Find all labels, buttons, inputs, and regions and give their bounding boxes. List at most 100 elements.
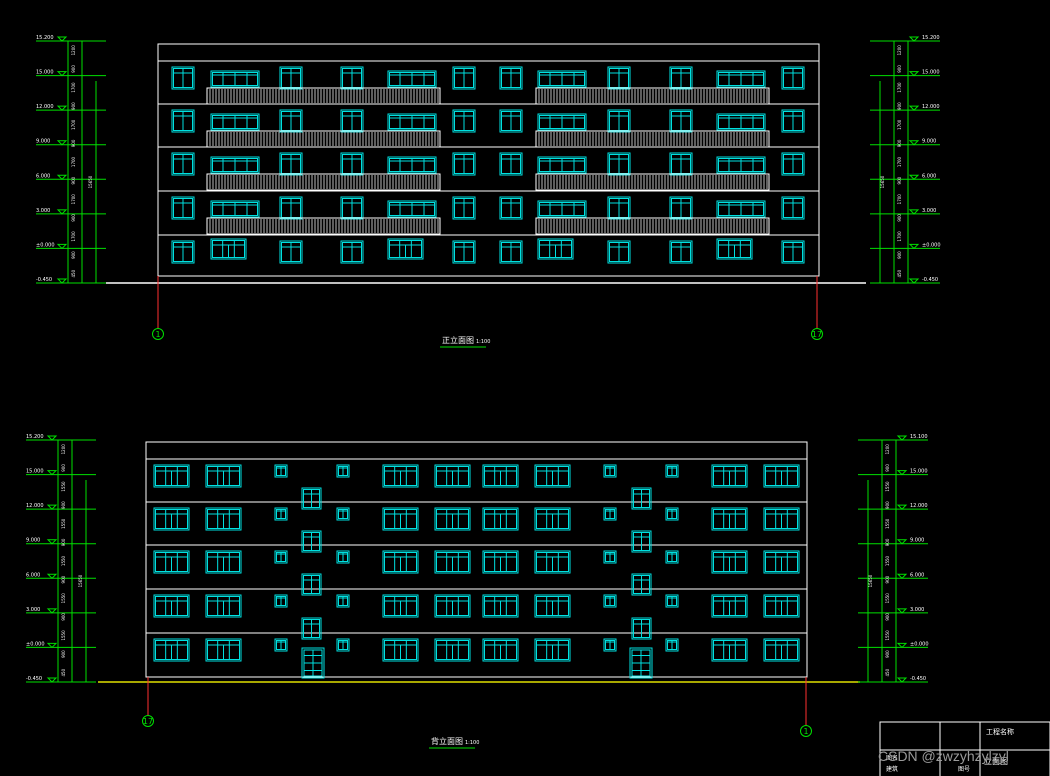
window: [781, 109, 805, 133]
axis-label: 17: [812, 330, 822, 339]
total-height-value: 15650: [868, 574, 873, 587]
elevation-triangle: [56, 36, 68, 42]
balcony-railing: [535, 87, 770, 105]
elevation-triangle: [56, 278, 68, 284]
window: [340, 196, 364, 220]
window: [274, 507, 288, 521]
window: [382, 638, 419, 662]
balcony-railing: [535, 173, 770, 191]
window: [603, 594, 617, 608]
dimension-value: 450: [885, 668, 890, 676]
window: [711, 638, 748, 662]
dimension-value: 1200: [885, 444, 890, 455]
window: [669, 196, 693, 220]
elevation-triangle: [56, 243, 68, 250]
axis-bubble: 17: [142, 715, 154, 727]
elevation-value: 15.200: [922, 35, 940, 41]
dimension-value: 1700: [71, 119, 76, 130]
elevation-triangle: [56, 140, 68, 146]
elevation-value: ±0.000: [910, 641, 929, 647]
elevation-triangle: [46, 539, 58, 545]
rear-elevation-scale: 1:100: [465, 740, 479, 746]
window: [336, 550, 350, 564]
window: [482, 594, 519, 618]
window: [534, 464, 571, 488]
entrance-door: [629, 647, 653, 679]
elevation-triangle: [46, 642, 58, 649]
window: [210, 156, 260, 174]
window: [499, 240, 523, 264]
total-height-value: 15650: [88, 175, 93, 188]
elevation-triangle: [46, 608, 58, 614]
window: [452, 109, 476, 133]
window: [711, 464, 748, 488]
dimension-value: 900: [71, 176, 76, 184]
elevation-triangle: [56, 71, 68, 77]
window: [336, 464, 350, 478]
dimension-value: 900: [61, 575, 66, 583]
dimension-value: 1550: [885, 555, 890, 566]
window: [301, 573, 322, 596]
elevation-value: 3.000: [36, 208, 50, 214]
elevation-value: 12.000: [922, 104, 940, 110]
dimension-value: 900: [885, 613, 890, 621]
elevation-triangle: [908, 71, 920, 77]
dimension-value: 900: [61, 538, 66, 546]
window: [607, 152, 631, 176]
dimension-value: 900: [61, 613, 66, 621]
window: [274, 464, 288, 478]
dimension-value: 450: [897, 269, 902, 277]
window: [171, 152, 195, 176]
dimension-value: 900: [61, 501, 66, 509]
window: [205, 507, 242, 531]
window: [434, 638, 471, 662]
axis-circle: [811, 328, 823, 340]
window: [340, 240, 364, 264]
elevation-triangle: [908, 105, 920, 111]
front-elevation-title: 正立面图: [442, 335, 474, 345]
axis-bubble: 17: [811, 328, 823, 340]
window: [340, 109, 364, 133]
window: [499, 109, 523, 133]
total-height-value: 15650: [880, 175, 885, 188]
dimension-value: 1700: [897, 231, 902, 242]
window: [711, 594, 748, 618]
window: [669, 240, 693, 264]
building-outline: [145, 441, 808, 678]
dimension-value: 1550: [885, 518, 890, 529]
elevation-triangle: [908, 209, 920, 215]
elevation-value: -0.450: [36, 277, 52, 283]
dimension-value: 450: [71, 269, 76, 277]
dimension-value: 900: [885, 501, 890, 509]
window: [382, 507, 419, 531]
elevation-value: 9.000: [36, 139, 50, 145]
right-elevation-scale: 15.10015.00012.0009.0006.0003.000±0.000-…: [858, 434, 929, 683]
balcony-railing: [206, 87, 441, 105]
window: [781, 240, 805, 264]
elevation-triangle: [908, 243, 920, 250]
window: [205, 550, 242, 574]
elevation-triangle: [896, 539, 908, 545]
window: [631, 617, 652, 640]
window: [534, 507, 571, 531]
left-elevation-scale: 15.20015.00012.0009.0006.0003.000±0.000-…: [26, 434, 96, 683]
window: [537, 200, 587, 218]
window: [534, 594, 571, 618]
dimension-value: 900: [897, 139, 902, 147]
dimension-value: 1550: [61, 630, 66, 641]
elevation-value: 9.000: [922, 139, 936, 145]
title-block-cell-3: 图号: [958, 766, 970, 773]
dimension-value: 1200: [61, 444, 66, 455]
balcony-railing: [206, 173, 441, 191]
elevation-triangle: [908, 174, 920, 180]
title-block-drawing-label: 立面图: [984, 756, 1008, 766]
elevation-value: 6.000: [910, 572, 924, 578]
dimension-value: 900: [71, 139, 76, 147]
elevation-triangle: [896, 573, 908, 579]
elevation-value: 15.000: [910, 469, 928, 475]
window: [763, 638, 800, 662]
elevation-triangle: [896, 677, 908, 683]
window: [763, 507, 800, 531]
window: [387, 200, 437, 218]
